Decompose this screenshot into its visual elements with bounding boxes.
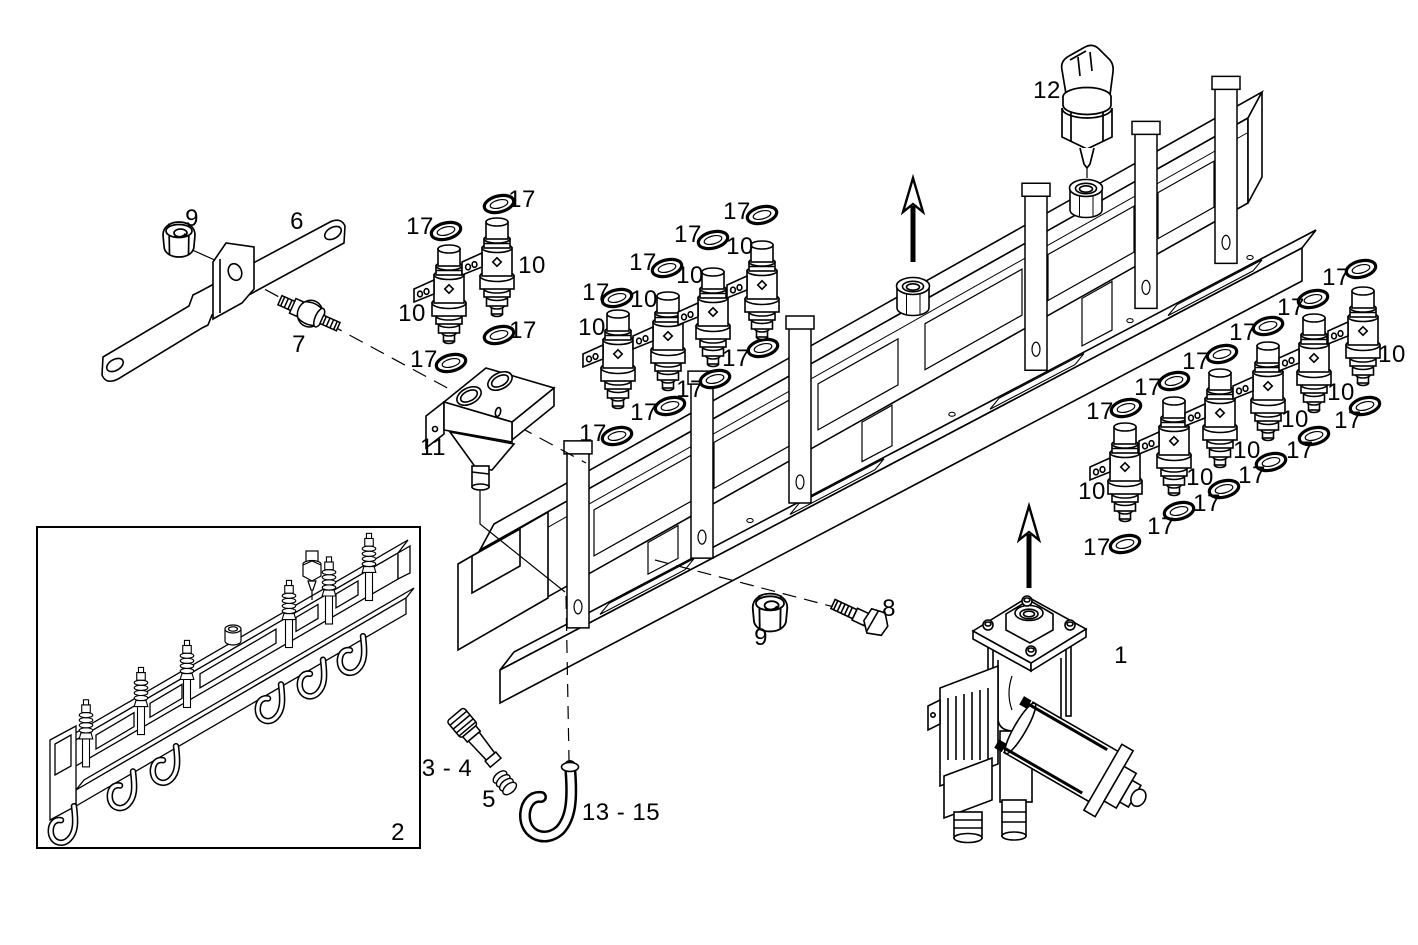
oring-seal-17	[480, 322, 518, 348]
leader-hose-dashed	[565, 595, 570, 761]
inset-rail-window	[335, 579, 359, 610]
oring-seal-17	[1295, 423, 1333, 449]
inset-rail-window	[149, 683, 183, 719]
rail-gusset	[1081, 280, 1113, 347]
pressure-regulator-part1	[927, 595, 1147, 844]
rail-window	[1047, 205, 1135, 302]
oring-seal-17	[1252, 449, 1290, 475]
oring-seal-17	[427, 218, 465, 244]
rail-hanger-strap	[687, 370, 717, 559]
plate-slot	[989, 353, 1085, 410]
oring-seal-17	[480, 191, 518, 217]
rail-window	[1157, 160, 1215, 240]
rail-gusset	[861, 404, 893, 463]
oring-seal-17	[598, 285, 636, 311]
rail-left-end-opening	[471, 527, 521, 595]
inset-left-opening	[54, 733, 72, 777]
oring-seal-17	[1342, 256, 1380, 282]
rail-hanger-strap	[1211, 75, 1241, 265]
fuel-injector-10	[1278, 313, 1332, 414]
hex-nut-part9-bottom	[751, 592, 789, 633]
rail-port-fitting	[895, 276, 931, 317]
oring-seal-17	[1160, 498, 1198, 524]
fuel-rail-frame	[457, 75, 1317, 705]
inset-assembled-view-part2	[36, 526, 421, 849]
inset-sensor	[302, 550, 322, 600]
plate-hole	[1126, 318, 1134, 324]
union-fitting-part3-4	[447, 707, 503, 769]
rail-right-cap	[1247, 91, 1263, 204]
inset-injector-spring-stack	[281, 579, 297, 621]
fuel-injector-10	[1184, 368, 1238, 469]
support-block-part11	[425, 367, 556, 491]
fuel-injector-10	[1232, 341, 1286, 442]
fuel-injector-10	[632, 291, 686, 392]
fuel-injector-10	[1327, 286, 1381, 387]
rail-window	[817, 337, 899, 431]
oring-seal-17	[1346, 393, 1384, 419]
isolator-mount-part7	[276, 294, 342, 332]
leader-mount7-dashed	[243, 277, 587, 464]
fuel-injector-10	[582, 309, 636, 410]
assembly-direction-arrow	[1016, 501, 1042, 588]
inset-injector-spring-stack	[361, 532, 377, 574]
sensor-port-fitting	[1068, 178, 1104, 219]
rail-hanger-strap	[563, 440, 593, 629]
rail-hanger-strap	[1131, 120, 1161, 310]
inset-injector-spring-stack	[133, 666, 149, 708]
flange-screws	[982, 595, 1076, 657]
plate-hole	[1246, 255, 1254, 260]
plate-hole	[746, 518, 754, 523]
inset-rail-window	[295, 603, 319, 633]
oring-seal-17	[1155, 368, 1193, 394]
rail-hanger-strap	[1021, 182, 1051, 371]
inset-rail-right-cap	[397, 544, 411, 581]
fuel-injector-10	[413, 244, 467, 345]
rail-gusset	[647, 524, 679, 576]
oring-seal-17	[694, 227, 732, 253]
oring-seal-17	[598, 423, 636, 449]
leader-block11	[479, 490, 566, 593]
hex-nut-part9-top	[162, 221, 196, 258]
bracket-center-tab	[212, 242, 255, 321]
rail-hanger-strap	[785, 315, 815, 504]
spring-part5	[492, 770, 518, 796]
oring-seal-17	[648, 255, 686, 281]
inset-injector-spring-stack	[78, 699, 94, 740]
fuel-injector-10	[1089, 422, 1143, 523]
inset-injector-spring-stack	[321, 556, 337, 597]
fuel-hose-part13-15	[519, 760, 580, 843]
leader-bolt-nut-dashed	[654, 559, 839, 609]
oring-seal-17	[651, 393, 689, 419]
hex-bolt-part8	[829, 598, 889, 637]
oring-seal-17	[1294, 286, 1332, 312]
assembly-direction-arrow	[900, 173, 926, 262]
inset-port-fitting	[224, 624, 242, 646]
inset-rail-window	[199, 628, 277, 689]
oring-seal-17	[1249, 313, 1287, 339]
plate-slot	[1167, 259, 1263, 317]
oring-seal-17	[1106, 531, 1144, 557]
oring-seal-17	[1205, 476, 1243, 502]
oring-seal-17	[743, 202, 781, 228]
sensor-part12	[1060, 44, 1115, 170]
oring-seal-17	[1107, 395, 1145, 421]
fuel-injector-10	[726, 240, 780, 341]
support-bracket-part6	[101, 219, 346, 383]
oring-seal-17	[432, 350, 470, 376]
mounting-plate-front	[499, 246, 1303, 705]
fuel-injector-10	[461, 217, 515, 318]
fuel-injector-10	[1138, 396, 1192, 497]
inset-rail-window	[95, 711, 135, 751]
rail-window	[924, 268, 1023, 371]
plate-hole	[948, 411, 956, 417]
inset-injector-spring-stack	[179, 639, 195, 681]
plate-slot	[789, 458, 885, 515]
oring-seal-17	[1203, 341, 1241, 367]
